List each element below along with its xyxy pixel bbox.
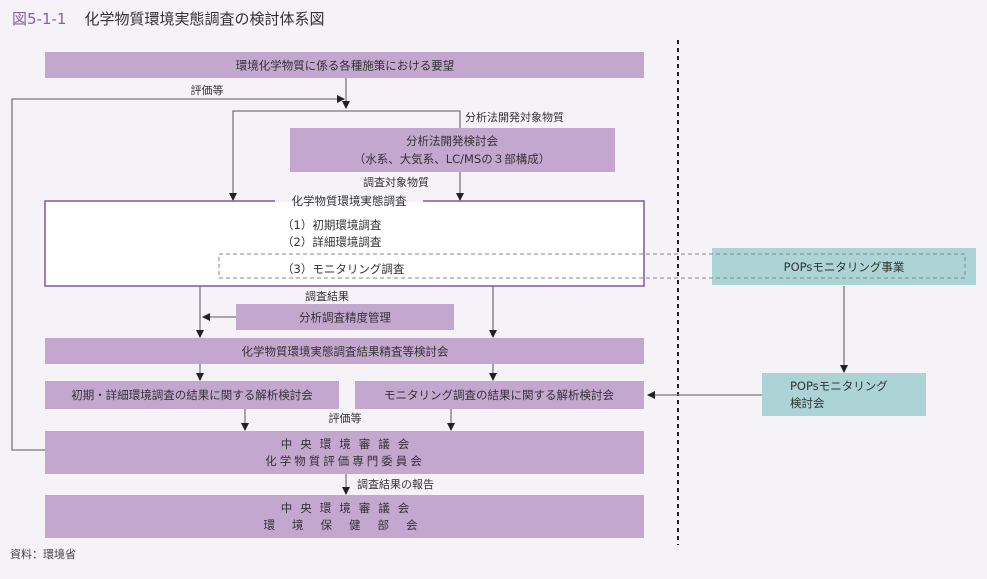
edge-label-evaluation-bottom: 評価等 [329, 411, 362, 425]
node-analysis-monitoring-label: モニタリング調査の結果に関する解析検討会 [384, 388, 614, 402]
edge-branch-right [346, 110, 461, 128]
node-survey-main: 化学物質環境実態調査 （1）初期環境調査 （2）詳細環境調査 （3）モニタリング… [44, 194, 645, 287]
node-analysis-initial: 初期・詳細環境調査の結果に関する解析検討会 [45, 381, 339, 409]
node-method-dev-line1: 分析法開発検討会 [406, 134, 498, 148]
node-survey-title: 化学物質環境実態調査 [292, 194, 407, 208]
node-requests-label: 環境化学物質に係る各種施策における要望 [236, 59, 455, 73]
edge-label-report: 調査結果の報告 [357, 477, 434, 491]
node-pops-committee-line1: POPsモニタリング [790, 379, 888, 393]
node-method-dev-line2: （水系、大気系、LC/MSの３部構成） [354, 152, 551, 166]
node-council-chem-line2: 化学物質評価専門委員会 [265, 454, 425, 468]
figure-number: 図5-1-1 [12, 10, 67, 28]
node-pops-program-label: POPsモニタリング事業 [784, 260, 905, 274]
edge-feedback-loop [11, 95, 345, 451]
monitoring-link-dashed [218, 253, 966, 279]
edge-label-survey-target: 調査対象物質 [363, 175, 429, 189]
survey-item-initial: （1）初期環境調査 [282, 218, 382, 232]
edge-label-evaluation-top: 評価等 [191, 83, 224, 97]
node-method-dev-committee: 分析法開発検討会 （水系、大気系、LC/MSの３部構成） [290, 128, 615, 172]
node-council-health-line2: 環境保健部会 [264, 518, 435, 532]
figure-title: 図5-1-1 化学物質環境実態調査の検討体系図 [12, 8, 324, 29]
node-analysis-initial-label: 初期・詳細環境調査の結果に関する解析検討会 [71, 388, 313, 402]
node-pops-committee-line2: 検討会 [790, 396, 825, 410]
node-council-health-line1: 中央環境審議会 [281, 501, 418, 515]
node-accuracy-control: 分析調査精度管理 [236, 304, 454, 330]
source-note: 資料：環境省 [10, 548, 76, 561]
node-pops-committee: POPsモニタリング 検討会 [762, 373, 926, 416]
survey-item-detailed: （2）詳細環境調査 [282, 235, 382, 249]
node-accuracy-control-label: 分析調査精度管理 [299, 311, 391, 325]
edge-branch-left [229, 110, 346, 201]
figure-title-text: 化学物質環境実態調査の検討体系図 [84, 10, 325, 28]
node-central-council-chem: 中央環境審議会 化学物質評価専門委員会 [45, 431, 644, 474]
node-central-council-health: 中央環境審議会 環境保健部会 [45, 495, 644, 538]
node-council-chem-line1: 中央環境審議会 [281, 437, 418, 451]
node-requests: 環境化学物質に係る各種施策における要望 [45, 52, 644, 78]
edge-label-method-target: 分析法開発対象物質 [465, 110, 564, 124]
node-result-review: 化学物質環境実態調査結果精査等検討会 [45, 338, 644, 364]
edge-label-survey-results: 調査結果 [305, 289, 349, 303]
survey-item-monitoring: （3）モニタリング調査 [282, 262, 405, 276]
node-result-review-label: 化学物質環境実態調査結果精査等検討会 [242, 345, 449, 359]
node-analysis-monitoring: モニタリング調査の結果に関する解析検討会 [355, 381, 644, 409]
